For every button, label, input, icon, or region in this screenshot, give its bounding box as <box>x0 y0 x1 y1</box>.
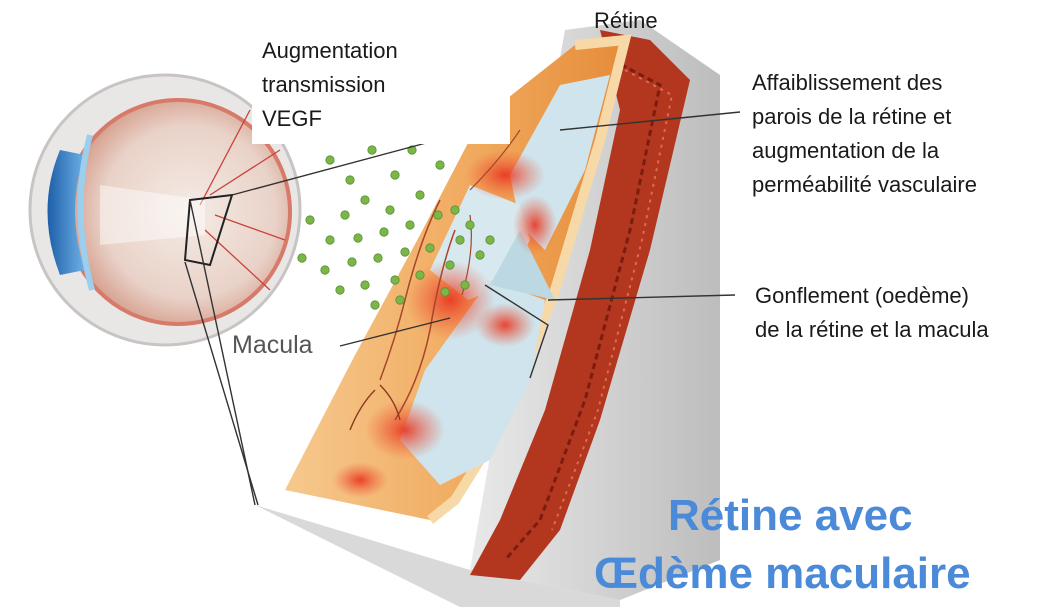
vegf-particle <box>391 276 399 284</box>
vegf-particle <box>456 236 464 244</box>
weakening-label-line: perméabilité vasculaire <box>752 172 977 198</box>
vegf-particle <box>441 288 449 296</box>
vegf-particle <box>298 254 306 262</box>
vegf-particle <box>461 281 469 289</box>
vegf-particle <box>368 146 376 154</box>
vegf-particle <box>374 254 382 262</box>
vegf-particle <box>346 176 354 184</box>
vegf-label: Augmentation transmission VEGF <box>262 38 398 132</box>
vegf-particle <box>436 161 444 169</box>
vegf-particle <box>371 301 379 309</box>
weakening-label-line: augmentation de la <box>752 138 977 164</box>
swelling-label-line: Gonflement (oedème) <box>755 283 989 309</box>
vegf-particle <box>486 236 494 244</box>
vegf-particle <box>434 211 442 219</box>
vegf-particle <box>341 211 349 219</box>
vegf-particle <box>321 266 329 274</box>
vegf-particle <box>451 206 459 214</box>
vegf-particle <box>476 251 484 259</box>
vegf-label-line: transmission <box>262 72 398 98</box>
vegf-particle <box>361 196 369 204</box>
vegf-particle <box>326 156 334 164</box>
vegf-particle <box>401 248 409 256</box>
vegf-particle <box>354 234 362 242</box>
vegf-particle <box>466 221 474 229</box>
weakening-label-line: parois de la rétine et <box>752 104 977 130</box>
vegf-particle <box>416 191 424 199</box>
vegf-particle <box>396 296 404 304</box>
vegf-particle <box>416 271 424 279</box>
macula-label: Macula <box>232 332 313 358</box>
vegf-particle <box>426 244 434 252</box>
diagram-title-line-1: Rétine avec <box>668 490 913 542</box>
swelling-label-line: de la rétine et la macula <box>755 317 989 343</box>
vegf-particle <box>446 261 454 269</box>
vegf-particle <box>306 216 314 224</box>
diagram-title-line-2: Œdème maculaire <box>594 548 971 600</box>
vegf-particle <box>386 206 394 214</box>
retina-label: Rétine <box>594 8 658 34</box>
vegf-particle <box>406 221 414 229</box>
vegf-particle <box>326 236 334 244</box>
vegf-particle <box>391 171 399 179</box>
vegf-label-line: VEGF <box>262 106 398 132</box>
vegf-particle <box>380 228 388 236</box>
weakening-label-line: Affaiblissement des <box>752 70 977 96</box>
vegf-particle <box>361 281 369 289</box>
vegf-label-line: Augmentation <box>262 38 398 64</box>
vegf-particle <box>336 286 344 294</box>
swelling-label: Gonflement (oedème) de la rétine et la m… <box>755 283 989 343</box>
weakening-label: Affaiblissement des parois de la rétine … <box>752 70 977 198</box>
vegf-particle <box>348 258 356 266</box>
